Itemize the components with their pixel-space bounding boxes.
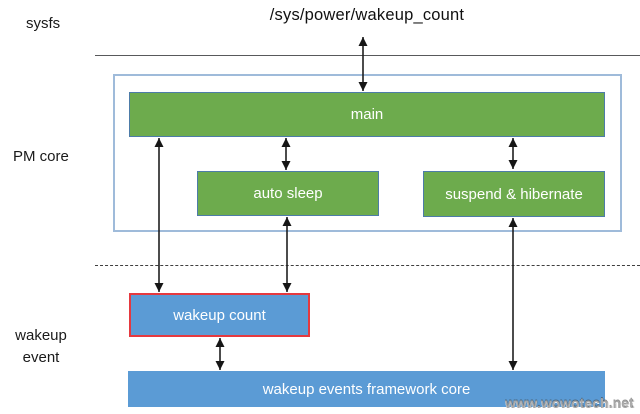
suspend-hibernate-module-label: suspend & hibernate bbox=[445, 185, 583, 203]
pm-core-frame bbox=[113, 74, 622, 232]
auto-sleep-module-label: auto sleep bbox=[253, 185, 323, 202]
wakeup-event-label-line2: event bbox=[22, 349, 60, 366]
pm-wakeup-divider-dashed-line bbox=[95, 265, 640, 266]
auto-sleep-module-box: auto sleep bbox=[197, 171, 379, 216]
wakeup-event-label-line1: wakeup bbox=[15, 327, 67, 344]
sysfs-separator-line bbox=[95, 55, 640, 56]
watermark: www.wowotech.net bbox=[505, 396, 634, 411]
wakeup-count-module-box: wakeup count bbox=[129, 293, 310, 337]
wakeup-count-module-label: wakeup count bbox=[173, 306, 266, 324]
wakeup-events-framework-core-box: wakeup events framework core bbox=[128, 371, 605, 407]
main-module-box: main bbox=[129, 92, 605, 137]
wakeup-event-layer-label: wakeup event bbox=[6, 325, 76, 369]
pm-core-layer-label: PM core bbox=[13, 148, 69, 165]
wakeup-events-framework-core-label: wakeup events framework core bbox=[262, 380, 471, 398]
sysfs-layer-label: sysfs bbox=[26, 15, 61, 32]
suspend-hibernate-module-box: suspend & hibernate bbox=[423, 171, 605, 217]
sysfs-path-title: /sys/power/wakeup_count bbox=[269, 6, 465, 24]
main-module-label: main bbox=[350, 106, 384, 123]
